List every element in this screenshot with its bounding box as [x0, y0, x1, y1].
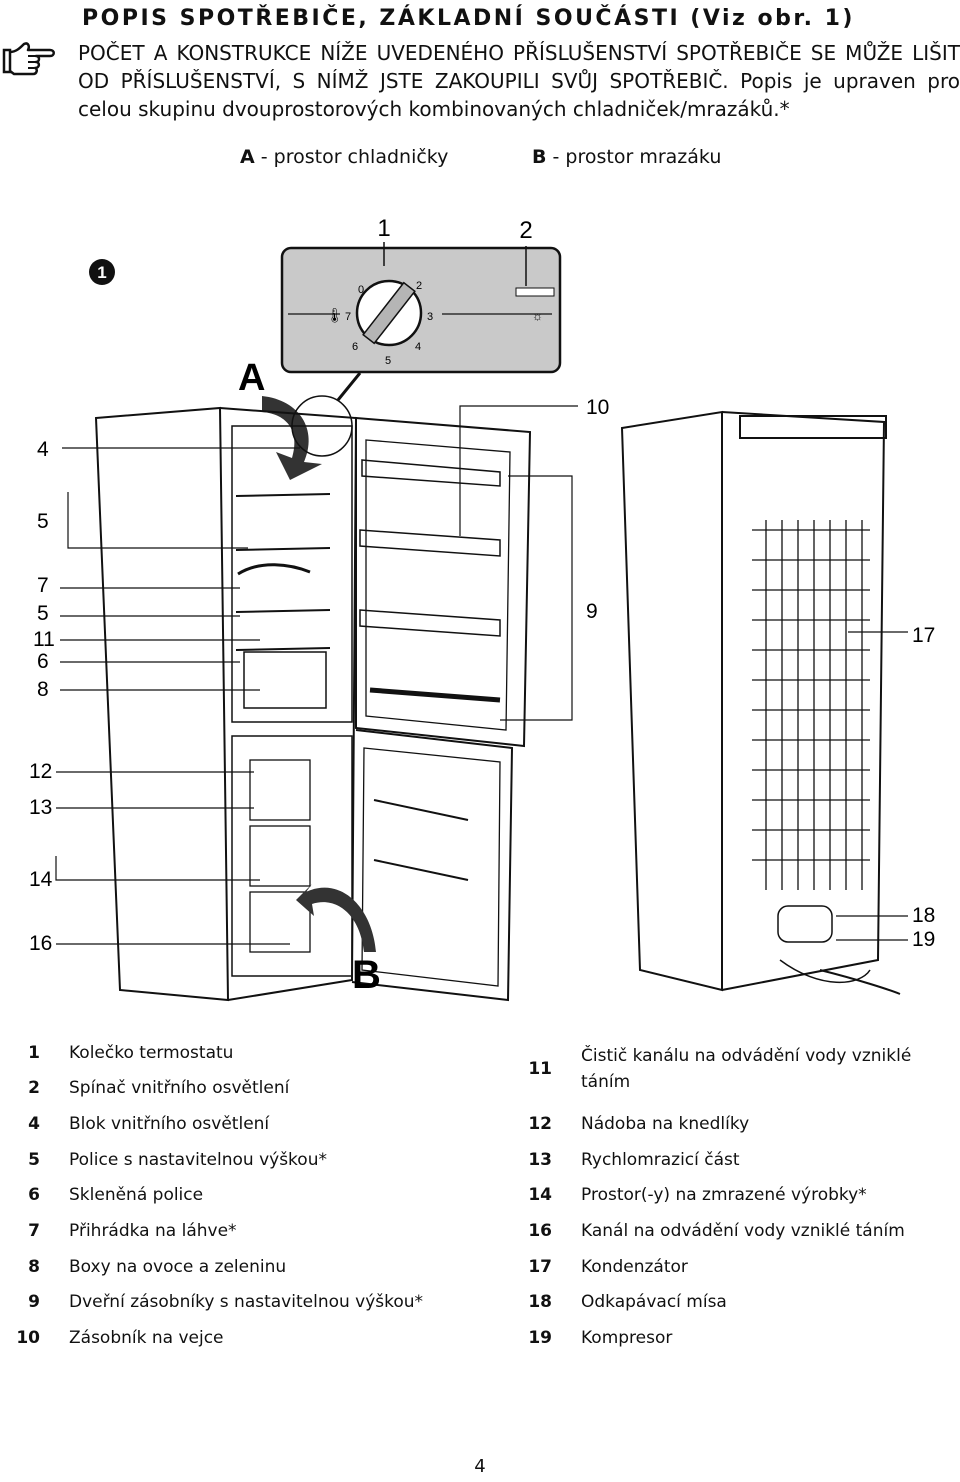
page-number: 4	[474, 1456, 486, 1477]
dial-mark-0: 0	[358, 284, 364, 296]
svg-text:7: 7	[37, 574, 49, 597]
dial-mark-4: 4	[415, 341, 421, 353]
light-switch	[515, 287, 555, 297]
svg-text:5: 5	[37, 602, 49, 625]
panel-callout-2: 2	[519, 217, 532, 244]
dial-mark-7: 7	[345, 311, 351, 323]
dial-mark-3: 3	[427, 311, 433, 323]
svg-text:16: 16	[29, 932, 52, 955]
fridge-diagram: 1 1 2 🌡 ☼ 0 2 7 3 6 4 5 A	[29, 215, 935, 1002]
svg-text:6: 6	[37, 650, 49, 673]
svg-text:12: 12	[29, 760, 52, 783]
compartment-a-marker: A	[238, 357, 265, 399]
fridge-open-view	[94, 406, 532, 1002]
compartment-b-text: - prostor mrazáku	[546, 146, 722, 168]
page-title: POPIS SPOTŘEBIČE, ZÁKLADNÍ SOUČÁSTI (Viz…	[82, 6, 855, 31]
compartment-a-legend: A - prostor chladničky	[240, 146, 448, 168]
pointing-hand-icon	[2, 42, 55, 76]
compartment-a-text: - prostor chladničky	[254, 146, 449, 168]
compartment-b-letter: B	[532, 146, 547, 168]
svg-text:13: 13	[29, 796, 52, 819]
compartment-a-letter: A	[240, 146, 255, 168]
dial-mark-6: 6	[352, 341, 358, 353]
figure-number-badge	[89, 259, 115, 285]
thermometer-icon: 🌡	[326, 307, 344, 323]
callout-17: 17	[912, 624, 935, 647]
condenser-grid	[752, 520, 870, 890]
callout-18: 18	[912, 904, 935, 927]
arrow-a-icon	[262, 396, 322, 480]
light-bulb-icon: ☼	[532, 309, 543, 323]
control-panel: 1 2 🌡 ☼ 0 2 7 3 6 4 5	[280, 215, 562, 401]
compartment-b-marker: B	[352, 953, 381, 997]
callout-19: 19	[912, 928, 935, 951]
dial-mark-5: 5	[385, 355, 391, 367]
callout-10: 10	[586, 396, 609, 419]
fridge-back-view	[620, 410, 887, 992]
intro-paragraph: POČET A KONSTRUKCE NÍŽE UVEDENÉHO PŘÍSLU…	[78, 41, 960, 121]
panel-callout-1: 1	[377, 215, 390, 242]
compartment-b-legend: B - prostor mrazáku	[532, 146, 721, 168]
compressor	[777, 905, 901, 995]
left-callouts: 4 5 7 5 11 6 8 12 13 14 16	[29, 438, 55, 955]
callout-9: 9	[586, 600, 598, 623]
figure-number: 1	[97, 263, 106, 282]
svg-text:4: 4	[37, 438, 49, 461]
svg-text:5: 5	[37, 510, 49, 533]
arrow-b-icon	[296, 884, 376, 952]
svg-text:14: 14	[29, 868, 53, 891]
svg-text:8: 8	[37, 678, 49, 701]
svg-text:11: 11	[33, 628, 55, 651]
dial-mark-2: 2	[416, 280, 422, 292]
